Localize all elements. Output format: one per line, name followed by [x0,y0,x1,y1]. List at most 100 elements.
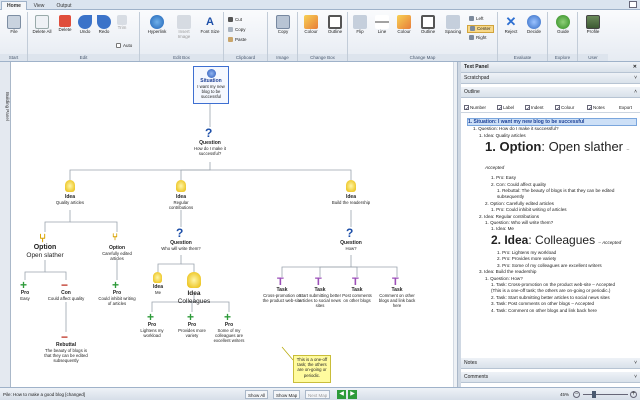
idea-node-title[interactable]: Idea [152,284,163,290]
outline-line[interactable]: 3. Task: Post comments on other blogs – … [491,301,595,307]
spacing-button[interactable]: Spacing [441,15,465,34]
notes-checkbox[interactable]: Notes [587,102,605,115]
outline-line[interactable]: 1. Idea: Me [491,226,514,232]
outline-line[interactable]: 3. Pro: Some of my colleagues are excell… [497,262,602,268]
outline-line[interactable]: 2. Con: Could affect quality [491,181,547,187]
pro-node-title[interactable]: Pro [224,322,234,328]
zoom-slider-thumb[interactable] [592,391,596,398]
outline-line[interactable]: 1. Pro: Easy [491,175,517,181]
number-checkbox[interactable]: Number [464,102,486,115]
box-colour-button[interactable]: Colour [300,15,322,34]
decide-button[interactable]: Decide [523,15,545,34]
line-button[interactable]: Line [372,15,392,34]
question-node-title[interactable]: Question [199,140,221,146]
idea-node-title[interactable]: Idea [345,194,356,200]
outline-line[interactable]: 1. Pro: Lightens my workload [497,249,557,255]
show-map-button[interactable]: Show Map [273,390,301,399]
tab-output[interactable]: Output [56,3,72,9]
con-node-title[interactable]: Con [61,290,71,296]
copy-image-button[interactable]: Copy [273,15,293,34]
outline-line[interactable]: 1. Option: Open slather – Accepted [485,139,630,171]
outline-line[interactable]: 2. Idea: Regular contributions [479,213,540,219]
reject-button[interactable]: ✕ Reject [504,14,518,35]
rebuttal-node-title[interactable]: Rebuttal [56,342,76,348]
copy-button[interactable]: Copy [228,27,246,33]
auto-checkbox[interactable]: Auto [116,43,132,49]
tab-home[interactable]: Home [1,1,27,10]
outline-line[interactable]: 2. Idea: Colleagues – Accepted [491,232,622,247]
idea-node-title[interactable]: Idea [175,194,186,200]
profile-button[interactable]: Profile [582,15,604,34]
zoom-in-icon[interactable]: + [630,391,637,398]
notes-header[interactable]: Notes ˅ [461,358,640,369]
align-right-button[interactable]: Right [469,35,487,41]
comments-header[interactable]: Comments ˅ [461,372,640,383]
question-node-title[interactable]: Question [170,240,192,246]
guide-button[interactable]: Guide [552,15,574,34]
outline-line[interactable]: 2. Option: Carefully edited articles [485,200,554,206]
font-size-button[interactable]: A Font Size [200,16,220,34]
pro-node-title[interactable]: Pro [112,290,122,296]
outline-line[interactable]: 1. Question: How do I make it successful… [473,126,559,132]
zoom-slider[interactable] [583,394,628,395]
task-node-title[interactable]: Task [276,287,288,293]
align-left-button[interactable]: Left [469,16,484,22]
outline-line[interactable]: 1. Idea: Quality articles [479,132,526,138]
situation-node[interactable]: Situation I want my new blog to be succe… [193,66,229,104]
option-node-title[interactable]: Option [108,245,126,251]
outline-line[interactable]: 1. Question: How? [485,275,523,281]
outline-line[interactable]: (This is a one-off task; the others are … [491,288,611,294]
outline-header[interactable]: Outline ˄ [461,87,640,98]
close-icon[interactable]: ✕ [632,64,637,70]
panel-splitter[interactable] [457,62,461,387]
redo-button[interactable]: Redo [95,15,113,34]
paste-button[interactable]: Paste [228,37,247,43]
undo-button[interactable]: Undo [76,15,94,34]
outline-line[interactable]: 1. Question: Who will write them? [485,220,554,226]
pro-node-title[interactable]: Pro [187,322,197,328]
outline-line[interactable]: 2. Pro: Provides more variety [497,256,557,262]
file-button[interactable]: File [4,15,24,34]
idea-node-title[interactable]: Idea [64,194,75,200]
idea-node-title[interactable]: Idea [187,290,201,297]
outline-line[interactable]: 1. Situation: I want my new blog to be s… [467,118,637,127]
show-all-button[interactable]: Show All [245,390,269,399]
option-node-title[interactable]: Option [33,244,57,251]
building-panel-strip[interactable]: Building Panel [0,62,11,387]
task-node-title[interactable]: Task [391,287,403,293]
trim-button[interactable]: Trim [115,15,129,30]
map-colour-button[interactable]: Colour [393,15,415,34]
task-node-title[interactable]: Task [351,287,363,293]
map-outline-button[interactable]: Outline [416,15,440,34]
question-node-title[interactable]: Question [340,240,362,246]
outline-line[interactable]: 2. Task: Start submitting better article… [491,294,610,300]
canvas-scrollbar[interactable] [453,62,457,387]
next-map-button[interactable]: Next Map [305,390,331,399]
export-button[interactable]: Export [619,105,633,110]
outline-line[interactable]: 4. Task: Comment on other blogs and link… [491,307,597,313]
note-box[interactable]: This is a one-off task; the others are o… [293,355,331,383]
pro-node-title[interactable]: Pro [20,290,30,296]
cut-button[interactable]: Cut [228,17,242,23]
minimize-ribbon-icon[interactable] [629,1,637,8]
map-canvas[interactable]: Situation I want my new blog to be succe… [11,62,457,387]
outline-line[interactable]: 1. Pro: Could inhibit writing of article… [491,207,567,213]
task-node-title[interactable]: Task [314,287,326,293]
indent-checkbox[interactable]: Indent [525,102,544,115]
delete-button[interactable]: Delete [55,15,75,32]
colour-checkbox[interactable]: Colour [555,102,574,115]
pro-node-title[interactable]: Pro [147,322,157,328]
insert-image-button[interactable]: Insert Image [172,15,196,39]
outline-line[interactable]: 1. Task: Cross-promotion on the product … [491,281,616,287]
outline-line[interactable]: 1. Rebuttal: The beauty of blogs is that… [497,188,615,200]
box-outline-button[interactable]: Outline [323,15,347,34]
hyperlink-button[interactable]: Hyperlink [144,15,170,34]
delete-all-button[interactable]: Delete All [31,15,53,34]
tab-view[interactable]: View [33,3,45,9]
zoom-out-icon[interactable]: − [573,391,580,398]
label-checkbox[interactable]: Label [497,102,514,115]
align-center-button[interactable]: Center [467,25,494,33]
outline-text[interactable]: 1. Situation: I want my new blog to be s… [461,114,640,354]
forward-arrow-icon[interactable]: ▶ [348,390,357,399]
flip-button[interactable]: Flip [350,15,370,34]
